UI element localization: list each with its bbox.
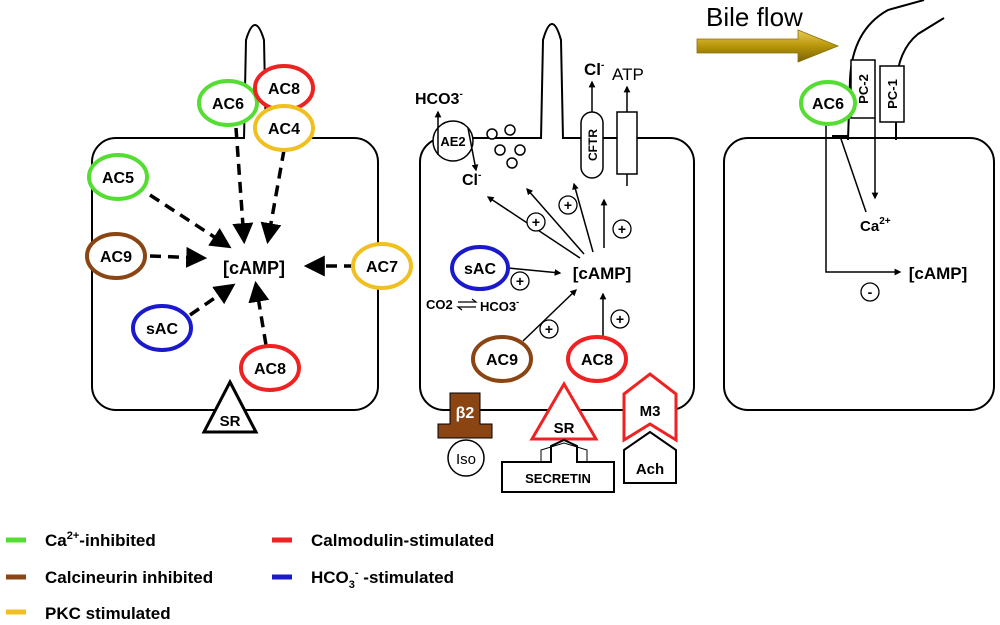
- atp-label: ATP: [612, 65, 644, 84]
- svg-text:+: +: [545, 321, 553, 337]
- svg-text:AC4: AC4: [268, 121, 300, 138]
- left-camp-label: [cAMP]: [223, 258, 285, 278]
- cl-in-label: Cl-: [462, 170, 481, 189]
- ae2-label: AE2: [440, 134, 465, 149]
- svg-text:sAC: sAC: [146, 321, 178, 338]
- svg-text:AC6: AC6: [812, 96, 844, 113]
- isoproterenol-ligand: Iso: [447, 439, 485, 477]
- svg-text:Ca2+-inhibited: Ca2+-inhibited: [45, 530, 156, 550]
- equilibrium-arrows: [456, 298, 478, 311]
- left-ac8-bottom: AC8: [239, 344, 301, 392]
- svg-text:sAC: sAC: [464, 261, 496, 278]
- legend: Ca2+-inhibited Calmodulin-stimulated Cal…: [6, 530, 494, 623]
- svg-text:β2: β2: [456, 405, 475, 422]
- middle-plus-markers: + + + + + +: [510, 195, 632, 339]
- svg-text:Iso: Iso: [456, 451, 476, 468]
- svg-text:AC5: AC5: [102, 170, 134, 187]
- svg-text:M3: M3: [640, 403, 661, 420]
- left-ac8-top: AC8: [253, 64, 315, 112]
- svg-text:-: -: [868, 284, 873, 300]
- svg-text:AC6: AC6: [212, 96, 244, 113]
- acetylcholine-ligand: Ach: [623, 430, 677, 484]
- left-ac4: AC4: [253, 104, 315, 152]
- legend-calcineurin: Calcineurin inhibited: [6, 568, 213, 587]
- left-secretin-receptor: SR: [201, 378, 259, 434]
- svg-text:AC9: AC9: [486, 352, 518, 369]
- svg-text:AC8: AC8: [254, 361, 286, 378]
- svg-text:PKC stimulated: PKC stimulated: [45, 604, 171, 623]
- left-ac6: AC6: [197, 79, 259, 127]
- cftr-label: CFTR: [586, 129, 600, 161]
- svg-text:Ach: Ach: [636, 461, 664, 478]
- middle-ac9: AC9: [471, 335, 533, 383]
- cl-influx-arrow: [467, 127, 479, 172]
- svg-text:Calmodulin-stimulated: Calmodulin-stimulated: [311, 531, 494, 550]
- co2-label: CO2: [426, 297, 453, 312]
- ae2-exchanger: [432, 120, 474, 162]
- svg-text:AC7: AC7: [366, 259, 398, 276]
- ca-label: Ca2+: [860, 216, 891, 235]
- left-cell: [cAMP] AC5 AC6 AC8 AC4 AC9 AC7 sAC: [85, 24, 413, 434]
- secretin-ligand: SECRETIN: [501, 438, 615, 493]
- hco3-out-label: HCO3-: [415, 89, 463, 108]
- left-sac: sAC: [131, 304, 193, 352]
- svg-text:+: +: [516, 273, 524, 289]
- right-cell: Bile flow PC-2 PC-1 Ca2+ AC6 [cAMP] -: [696, 0, 995, 411]
- ca-inhibition-line: [839, 135, 867, 213]
- svg-text:+: +: [618, 221, 626, 237]
- left-ac5: AC5: [87, 153, 149, 201]
- svg-text:AC8: AC8: [268, 81, 300, 98]
- svg-text:+: +: [616, 311, 624, 327]
- legend-bicarbonate: HCO3- -stimulated: [272, 567, 454, 591]
- hco3-in-label: HCO3-: [480, 297, 519, 314]
- bile-flow-arrow: [696, 29, 840, 63]
- left-activation-arrows: [149, 127, 355, 346]
- legend-ca-inhibited: Ca2+-inhibited: [6, 530, 156, 550]
- svg-text:SR: SR: [554, 420, 575, 437]
- right-cell-membrane: [723, 137, 995, 411]
- middle-ac8: AC8: [566, 335, 628, 383]
- svg-text:+: +: [532, 214, 540, 230]
- middle-camp-label: [cAMP]: [573, 264, 632, 283]
- beta2-receptor: β2: [437, 392, 493, 439]
- middle-cell: AE2 HCO3- Cl- CFTR Cl- ATP: [415, 23, 695, 493]
- polycystin-1: PC-1: [879, 65, 905, 123]
- left-ac7: AC7: [351, 242, 413, 290]
- m3-receptor: M3: [622, 372, 678, 443]
- middle-secretin-receptor: SR: [529, 381, 599, 441]
- right-camp-label: [cAMP]: [909, 264, 968, 283]
- svg-text:+: +: [564, 197, 572, 213]
- svg-text:SR: SR: [220, 413, 241, 430]
- svg-text:AC9: AC9: [100, 249, 132, 266]
- secretory-vesicles: [486, 124, 526, 169]
- svg-text:Calcineurin inhibited: Calcineurin inhibited: [45, 568, 213, 587]
- atp-channel: [616, 111, 638, 175]
- middle-cilium: [540, 23, 564, 140]
- svg-text:PC-2: PC-2: [856, 74, 871, 104]
- svg-text:SECRETIN: SECRETIN: [525, 471, 591, 486]
- left-ac9: AC9: [85, 232, 147, 280]
- minus-marker: -: [860, 282, 880, 302]
- middle-sac: sAC: [450, 245, 510, 291]
- svg-text:HCO3- -stimulated: HCO3- -stimulated: [311, 567, 454, 591]
- legend-pkc: PKC stimulated: [6, 604, 171, 623]
- ac6-camp-arrow: [825, 125, 902, 276]
- svg-text:PC-1: PC-1: [885, 79, 900, 109]
- right-ac6: AC6: [799, 80, 857, 126]
- bile-flow-label: Bile flow: [706, 2, 803, 32]
- cl-out-label: Cl-: [584, 60, 604, 79]
- svg-text:AC8: AC8: [581, 352, 613, 369]
- legend-calmodulin: Calmodulin-stimulated: [272, 531, 494, 550]
